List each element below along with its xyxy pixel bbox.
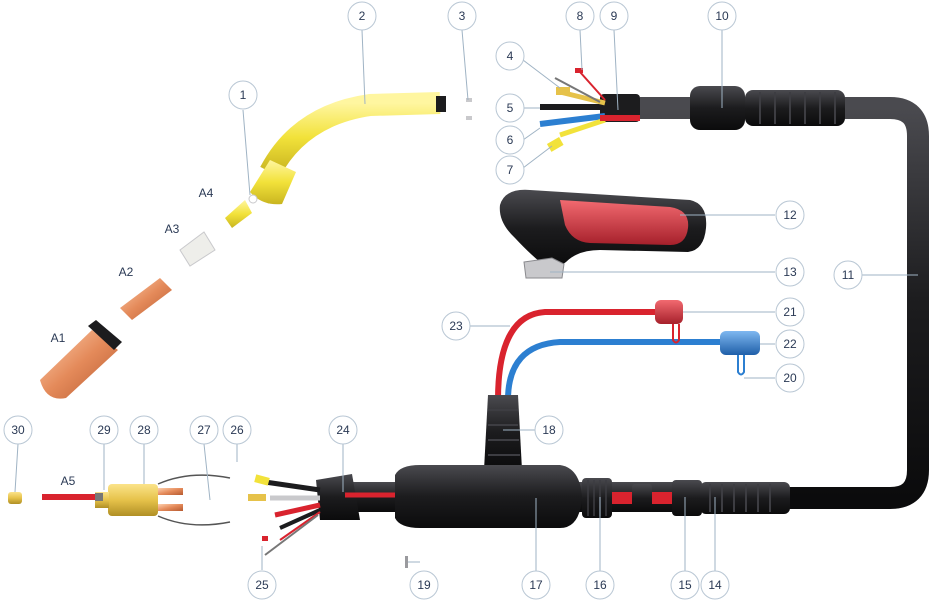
svg-text:14: 14	[708, 578, 722, 592]
svg-text:1: 1	[240, 88, 247, 102]
callout-3: 3	[447, 1, 477, 31]
svg-text:12: 12	[783, 208, 797, 222]
code-a2: A2	[119, 265, 134, 279]
callout-15: 15	[670, 570, 700, 600]
code-a4: A4	[199, 186, 214, 200]
tip-holder	[225, 200, 252, 228]
svg-text:27: 27	[197, 423, 211, 437]
callout-28: 28	[129, 415, 159, 445]
connector-body	[95, 474, 231, 526]
code-a1: A1	[51, 331, 66, 345]
callout-7: 7	[495, 155, 525, 185]
callout-25: 25	[247, 570, 277, 600]
callout-1: 1	[228, 80, 258, 110]
svg-text:8: 8	[577, 9, 584, 23]
callout-12: 12	[775, 200, 805, 230]
callout-21: 21	[775, 297, 805, 327]
gas-diffuser-ring	[248, 194, 258, 204]
upper-cable-ends	[539, 68, 640, 152]
svg-text:13: 13	[783, 265, 797, 279]
callout-30: 30	[3, 415, 33, 445]
callout-9: 9	[599, 1, 629, 31]
callout-24: 24	[328, 415, 358, 445]
trigger	[523, 257, 565, 279]
hose-boot	[484, 395, 522, 470]
callout-26: 26	[222, 415, 252, 445]
svg-text:18: 18	[542, 423, 556, 437]
callout-14: 14	[700, 570, 730, 600]
svg-text:11: 11	[842, 268, 855, 282]
lower-cable-assembly	[316, 465, 790, 528]
callout-10: 10	[707, 1, 737, 31]
swan-neck	[250, 92, 472, 205]
main-cable	[640, 97, 929, 509]
callout-13: 13	[775, 257, 805, 287]
svg-text:4: 4	[507, 49, 514, 63]
svg-text:29: 29	[97, 423, 111, 437]
callout-11: 11	[833, 260, 863, 290]
water-hoses	[495, 300, 760, 401]
code-a5: A5	[61, 474, 76, 488]
svg-text:16: 16	[593, 578, 607, 592]
callout-8: 8	[565, 1, 595, 31]
svg-text:23: 23	[449, 319, 463, 333]
svg-text:21: 21	[783, 305, 797, 319]
contact-tip	[120, 278, 172, 320]
svg-text:7: 7	[507, 163, 514, 177]
svg-text:2: 2	[359, 9, 366, 23]
svg-text:20: 20	[783, 371, 797, 385]
svg-text:10: 10	[715, 9, 729, 23]
svg-text:22: 22	[783, 337, 797, 351]
callout-18: 18	[534, 415, 564, 445]
callout-29: 29	[89, 415, 119, 445]
callout-20: 20	[775, 363, 805, 393]
svg-text:30: 30	[11, 423, 25, 437]
callout-19: 19	[409, 570, 439, 600]
svg-text:15: 15	[678, 578, 692, 592]
callout-5: 5	[495, 93, 525, 123]
svg-text:28: 28	[137, 423, 151, 437]
svg-text:3: 3	[459, 9, 466, 23]
svg-text:19: 19	[417, 578, 431, 592]
callout-17: 17	[521, 570, 551, 600]
insulator	[179, 231, 216, 267]
callout-23: 23	[441, 311, 471, 341]
screw	[405, 556, 408, 568]
svg-text:6: 6	[507, 133, 514, 147]
svg-text:26: 26	[230, 423, 244, 437]
svg-text:5: 5	[507, 101, 514, 115]
callout-16: 16	[585, 570, 615, 600]
small-bushing	[8, 492, 22, 504]
code-a3: A3	[165, 222, 180, 236]
svg-text:17: 17	[529, 578, 543, 592]
callout-22: 22	[775, 329, 805, 359]
callout-4: 4	[495, 41, 525, 71]
lower-cable-ends	[248, 474, 321, 556]
svg-text:25: 25	[255, 578, 269, 592]
callout-27: 27	[189, 415, 219, 445]
handle	[499, 189, 707, 267]
svg-text:9: 9	[611, 9, 618, 23]
callout-2: 2	[347, 1, 377, 31]
liner-nut	[42, 493, 103, 501]
callouts	[14, 29, 918, 572]
nozzle	[40, 320, 122, 399]
svg-text:24: 24	[336, 423, 350, 437]
callout-6: 6	[495, 125, 525, 155]
